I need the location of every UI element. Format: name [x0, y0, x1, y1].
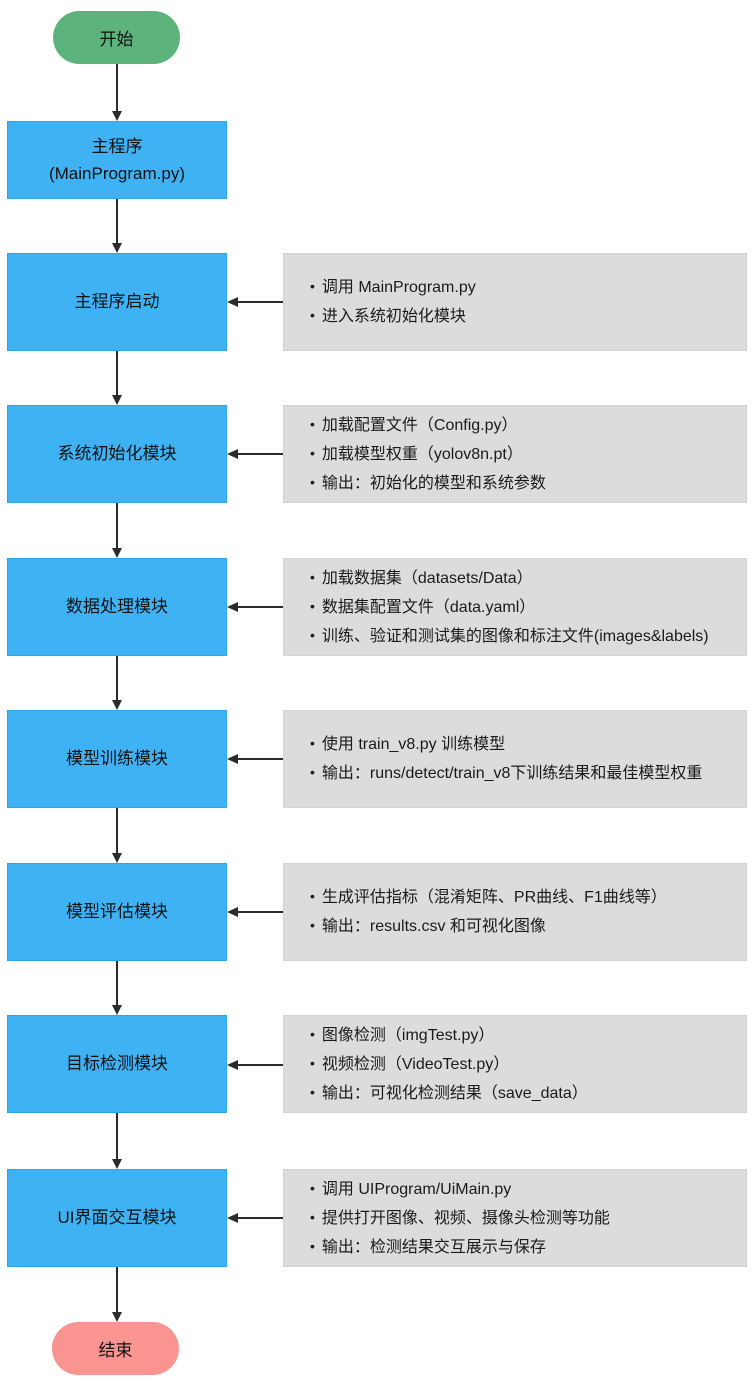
note-line: 输出：初始化的模型和系统参数: [310, 469, 746, 498]
process-label: 模型训练模块: [66, 749, 168, 769]
start-node-label: 开始: [99, 30, 134, 49]
process-box-step3: 数据处理模块: [7, 558, 227, 656]
arrow-note2-to-step2: [227, 449, 283, 459]
arrow-note6-to-step6: [227, 1060, 283, 1070]
process-box-step1: 主程序启动: [7, 253, 227, 351]
arrow-program-to-step1: [112, 199, 122, 253]
arrow-step5-to-step6: [112, 961, 122, 1015]
end-node-label: 结束: [98, 1341, 133, 1360]
note-box-step3: 加载数据集（datasets/Data） 数据集配置文件（data.yaml） …: [283, 558, 747, 656]
note-line: 输出：results.csv 和可视化图像: [310, 912, 746, 941]
arrow-note1-to-step1: [227, 297, 283, 307]
note-line: 提供打开图像、视频、摄像头检测等功能: [310, 1204, 746, 1233]
note-box-step1: 调用 MainProgram.py 进入系统初始化模块: [283, 253, 747, 351]
note-line: 输出：可视化检测结果（save_data）: [310, 1079, 746, 1108]
process-label: 数据处理模块: [66, 597, 168, 617]
note-line: 调用 UIProgram/UiMain.py: [310, 1175, 746, 1204]
note-line: 训练、验证和测试集的图像和标注文件(images&labels): [310, 622, 746, 651]
arrow-note7-to-step7: [227, 1213, 283, 1223]
process-label-line2: (MainProgram.py): [48, 164, 186, 183]
note-box-step5: 生成评估指标（混淆矩阵、PR曲线、F1曲线等） 输出：results.csv 和…: [283, 863, 747, 961]
arrow-step4-to-step5: [112, 808, 122, 863]
process-box-main-program: 主程序 (MainProgram.py): [7, 121, 227, 199]
process-label: 目标检测模块: [66, 1054, 168, 1074]
arrow-step3-to-step4: [112, 656, 122, 710]
note-line: 加载数据集（datasets/Data）: [310, 564, 746, 593]
note-line: 使用 train_v8.py 训练模型: [310, 730, 746, 759]
arrow-note4-to-step4: [227, 754, 283, 764]
note-box-step2: 加载配置文件（Config.py） 加载模型权重（yolov8n.pt） 输出：…: [283, 405, 747, 503]
note-line: 加载模型权重（yolov8n.pt）: [310, 440, 746, 469]
note-line: 进入系统初始化模块: [310, 302, 746, 331]
note-box-step6: 图像检测（imgTest.py） 视频检测（VideoTest.py） 输出：可…: [283, 1015, 747, 1113]
note-line: 图像检测（imgTest.py）: [310, 1021, 746, 1050]
process-box-step2: 系统初始化模块: [7, 405, 227, 503]
process-box-step4: 模型训练模块: [7, 710, 227, 808]
arrow-step1-to-step2: [112, 351, 122, 405]
note-line: 加载配置文件（Config.py）: [310, 411, 746, 440]
note-line: 生成评估指标（混淆矩阵、PR曲线、F1曲线等）: [310, 883, 746, 912]
note-box-step4: 使用 train_v8.py 训练模型 输出：runs/detect/train…: [283, 710, 747, 808]
arrow-start-to-program: [112, 64, 122, 121]
arrow-step6-to-step7: [112, 1113, 122, 1169]
process-box-step7: UI界面交互模块: [7, 1169, 227, 1267]
process-label: 系统初始化模块: [57, 444, 177, 464]
note-line: 视频检测（VideoTest.py）: [310, 1050, 746, 1079]
process-label: UI界面交互模块: [57, 1208, 177, 1228]
process-label: 主程序启动: [74, 292, 160, 312]
note-line: 数据集配置文件（data.yaml）: [310, 593, 746, 622]
note-line: 输出：runs/detect/train_v8下训练结果和最佳模型权重: [310, 759, 746, 788]
arrow-note3-to-step3: [227, 602, 283, 612]
process-box-step6: 目标检测模块: [7, 1015, 227, 1113]
note-box-step7: 调用 UIProgram/UiMain.py 提供打开图像、视频、摄像头检测等功…: [283, 1169, 747, 1267]
arrow-note5-to-step5: [227, 907, 283, 917]
note-line: 输出：检测结果交互展示与保存: [310, 1233, 746, 1262]
process-label: 模型评估模块: [66, 902, 168, 922]
end-node: 结束: [52, 1322, 179, 1375]
start-node: 开始: [53, 11, 180, 64]
arrow-step2-to-step3: [112, 503, 122, 558]
process-label-line1: 主程序: [91, 136, 143, 156]
arrow-step7-to-end: [112, 1267, 122, 1322]
note-line: 调用 MainProgram.py: [310, 273, 746, 302]
process-box-step5: 模型评估模块: [7, 863, 227, 961]
